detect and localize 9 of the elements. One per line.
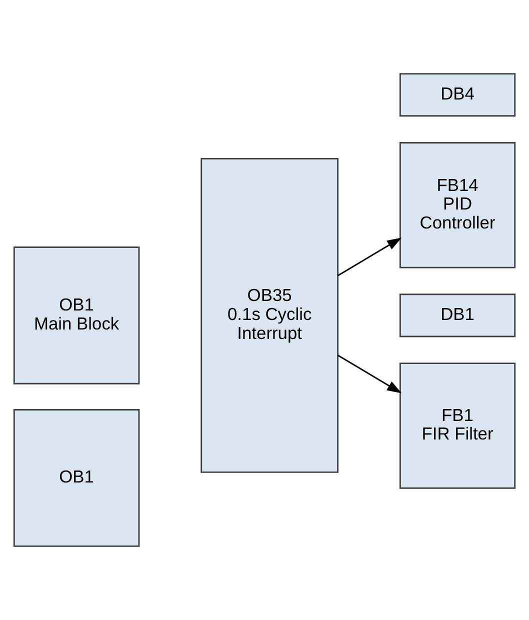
- node-box: FB1 FIR Filter: [399, 362, 516, 489]
- node-box: DB4: [399, 73, 516, 117]
- arrow: [337, 238, 402, 276]
- node-box: OB1 Main Block: [13, 246, 140, 384]
- node-box: OB1: [13, 409, 140, 547]
- node-box: FB14 PID Controller: [399, 142, 516, 268]
- node-box: DB1: [399, 294, 516, 338]
- arrow: [337, 354, 402, 394]
- node-box: OB35 0.1s Cyclic Interrupt: [200, 158, 339, 473]
